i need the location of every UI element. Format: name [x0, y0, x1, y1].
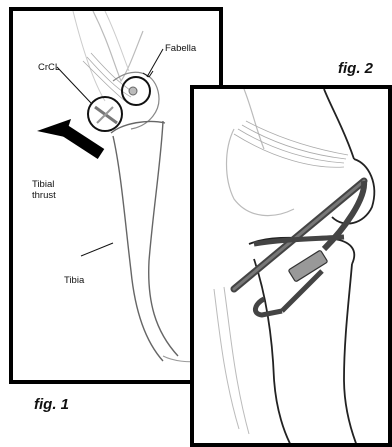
label-tibial-line2: thrust	[32, 190, 56, 201]
label-fabella: Fabella	[165, 43, 196, 54]
fig2-illustration	[194, 89, 392, 447]
label-tibial-line1: Tibial	[32, 179, 56, 190]
label-crcl: CrCL	[38, 62, 60, 73]
fig2-panel	[190, 85, 392, 447]
label-tibia: Tibia	[64, 275, 84, 286]
fig1-caption: fig. 1	[34, 396, 69, 413]
fig2-caption: fig. 2	[338, 60, 373, 77]
label-tibial-thrust: Tibial thrust	[32, 179, 56, 201]
